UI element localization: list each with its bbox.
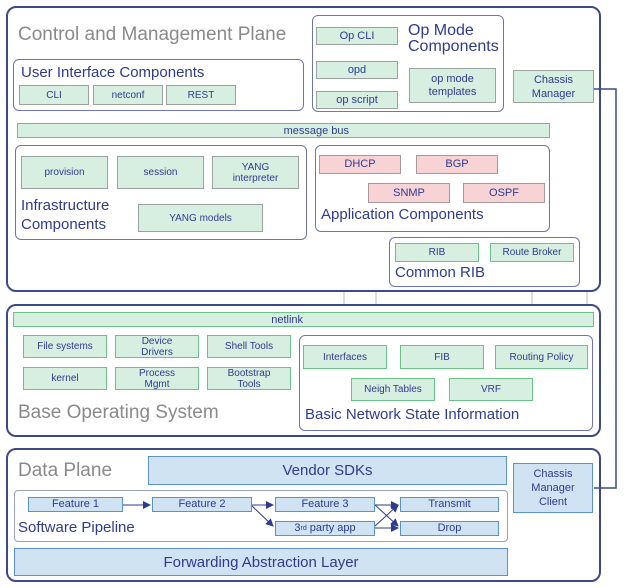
feature-2-box: Feature 2 <box>152 497 252 512</box>
session-box: session <box>117 156 204 189</box>
chassis-client-line3: Client <box>538 496 568 508</box>
vrf-box: VRF <box>449 378 533 401</box>
op-script-box: op script <box>316 91 398 109</box>
op-cli-box: Op CLI <box>316 27 398 45</box>
chassis-manager-client-box: Chassis Manager Client <box>513 463 593 513</box>
infrastructure-title-line2: Components <box>21 216 107 233</box>
chassis-manager-line1: Chassis <box>533 73 574 86</box>
ospf-box: OSPF <box>463 183 545 203</box>
bootstrap-tools-line1: Bootstrap <box>227 367 271 379</box>
file-systems-box: File systems <box>23 335 107 358</box>
vendor-sdks-box: Vendor SDKs <box>148 456 507 485</box>
yang-interpreter-line1: YANG <box>241 161 270 173</box>
op-mode-title-line2: Components <box>408 38 499 55</box>
device-drivers-line2: Drivers <box>141 346 173 358</box>
infrastructure-title-line1: Infrastructure <box>21 197 110 214</box>
neigh-tables-box: Neigh Tables <box>351 378 435 401</box>
interfaces-box: Interfaces <box>303 345 387 369</box>
control-plane-title: Control and Management Plane <box>18 24 287 45</box>
data-plane-title: Data Plane <box>18 460 113 481</box>
software-pipeline-group: Software Pipeline <box>14 490 508 542</box>
shell-tools-box: Shell Tools <box>207 335 291 358</box>
software-pipeline-title: Software Pipeline <box>18 519 135 536</box>
rest-box: REST <box>166 85 236 105</box>
bootstrap-tools-box: Bootstrap Tools <box>207 367 291 390</box>
device-drivers-line1: Device <box>141 335 173 347</box>
rib-box: RIB <box>395 243 479 262</box>
bgp-box: BGP <box>416 155 498 174</box>
provision-box: provision <box>21 156 108 189</box>
chassis-client-line1: Chassis <box>533 468 573 480</box>
process-mgmt-line1: Process <box>138 367 176 379</box>
chassis-manager-box: Chassis Manager <box>513 70 594 103</box>
ui-components-title: User Interface Components <box>21 64 205 81</box>
chassis-client-line2: Manager <box>531 482 575 494</box>
op-mode-templates-box: op mode templates <box>409 68 496 103</box>
templates-line2: templates <box>428 85 477 98</box>
device-drivers-box: Device Drivers <box>115 335 199 358</box>
netconf-box: netconf <box>93 85 163 105</box>
process-mgmt-box: Process Mgmt <box>115 367 199 390</box>
application-title: Application Components <box>321 206 484 223</box>
process-mgmt-line2: Mgmt <box>144 378 170 390</box>
dhcp-box: DHCP <box>319 155 401 174</box>
routing-policy-box: Routing Policy <box>495 345 588 369</box>
message-bus: message bus <box>17 123 550 138</box>
arrow-f2-3rdparty <box>251 505 274 527</box>
chassis-manager-line2: Manager <box>531 87 576 100</box>
op-mode-title: Op Mode Components <box>408 23 499 55</box>
base-os-title: Base Operating System <box>18 402 219 423</box>
common-rib-title: Common RIB <box>395 264 486 281</box>
templates-line1: op mode <box>431 72 474 85</box>
opd-box: opd <box>316 61 398 79</box>
op-mode-title-line1: Op Mode <box>408 22 474 39</box>
drop-box: Drop <box>400 521 499 536</box>
third-party-prefix: 3 <box>294 522 301 534</box>
route-broker-box: Route Broker <box>490 243 574 262</box>
yang-models-box: YANG models <box>138 204 263 232</box>
kernel-box: kernel <box>23 367 107 390</box>
yang-interpreter-box: YANG interpreter <box>212 156 299 189</box>
forwarding-abstraction-layer-box: Forwarding Abstraction Layer <box>14 548 508 576</box>
feature-1-box: Feature 1 <box>28 497 123 512</box>
chassis-manager-link <box>594 88 617 489</box>
transmit-box: Transmit <box>400 497 499 512</box>
network-state-title: Basic Network State Information <box>305 406 520 423</box>
third-party-rest: party app <box>306 522 356 534</box>
feature-3-box: Feature 3 <box>275 497 375 512</box>
netlink-bar: netlink <box>13 312 594 327</box>
infrastructure-title: Infrastructure Components <box>21 196 109 234</box>
bootstrap-tools-line2: Tools <box>237 378 261 390</box>
fib-box: FIB <box>400 345 484 369</box>
snmp-box: SNMP <box>368 183 450 203</box>
cli-box: CLI <box>19 85 89 105</box>
yang-interpreter-line2: interpreter <box>232 172 279 184</box>
third-party-sup: rd <box>300 525 307 532</box>
